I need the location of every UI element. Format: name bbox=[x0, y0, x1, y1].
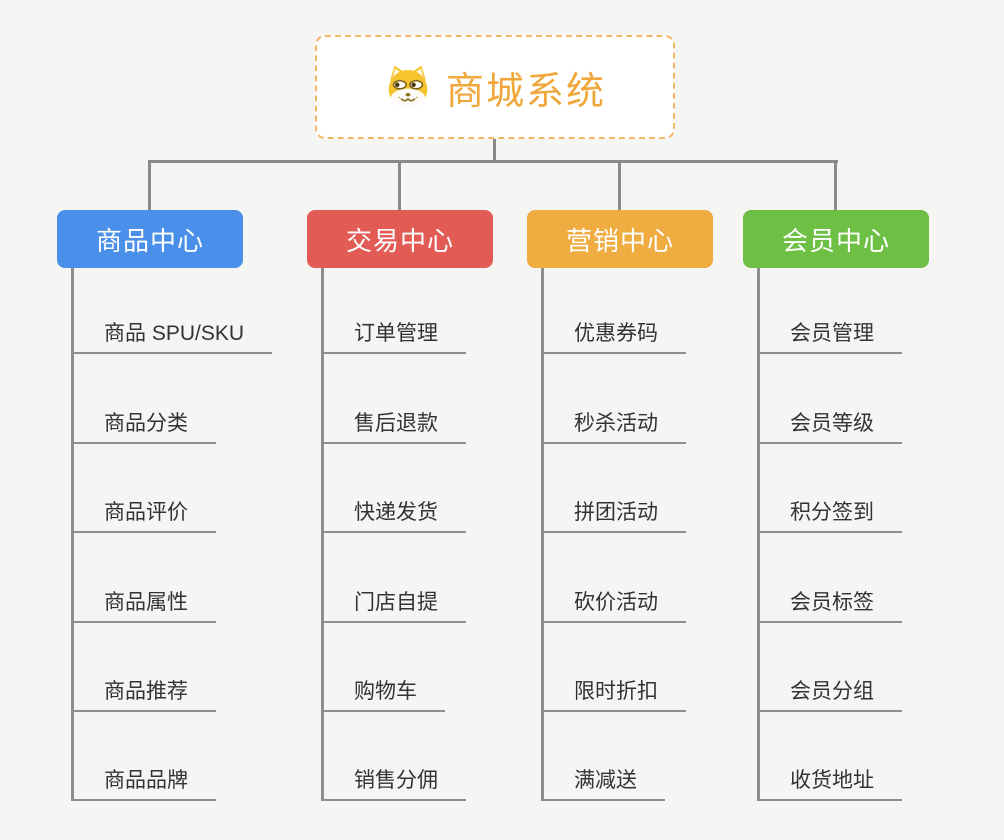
branch-node-member-center[interactable]: 会员中心 bbox=[743, 210, 929, 268]
subtopic-item[interactable]: 购物车 bbox=[321, 672, 445, 712]
subtopic-item[interactable]: 商品推荐 bbox=[71, 672, 216, 712]
subtopic-item[interactable]: 会员分组 bbox=[757, 672, 902, 712]
branch-drop-line bbox=[398, 160, 401, 212]
subtopic-item[interactable]: 砍价活动 bbox=[541, 583, 686, 623]
branch-title: 商品中心 bbox=[95, 225, 204, 256]
branch-node-marketing-center[interactable]: 营销中心 bbox=[527, 210, 713, 268]
subtopic-item[interactable]: 秒杀活动 bbox=[541, 404, 686, 444]
subtopic-item[interactable]: 售后退款 bbox=[321, 404, 466, 444]
subtopic-item[interactable]: 会员标签 bbox=[757, 583, 902, 623]
branch-title: 交易中心 bbox=[345, 225, 454, 256]
branch-bus-line bbox=[148, 160, 838, 163]
root-topic-node[interactable]: 商城系统 bbox=[315, 35, 675, 139]
subtopic-item[interactable]: 商品属性 bbox=[71, 583, 216, 623]
dog-face-icon bbox=[388, 65, 428, 110]
branch-drop-line bbox=[148, 160, 151, 212]
branch-drop-line bbox=[618, 160, 621, 212]
subtopic-item[interactable]: 拼团活动 bbox=[541, 493, 686, 533]
root-topic-title: 商城系统 bbox=[445, 70, 606, 113]
subtopic-spine-line bbox=[757, 268, 760, 801]
branch-node-product-center[interactable]: 商品中心 bbox=[57, 210, 243, 268]
subtopic-item[interactable]: 优惠券码 bbox=[541, 314, 686, 354]
branch-title: 会员中心 bbox=[781, 225, 890, 256]
subtopic-item[interactable]: 商品分类 bbox=[71, 404, 216, 444]
subtopic-item[interactable]: 积分签到 bbox=[757, 493, 902, 533]
branch-title: 营销中心 bbox=[565, 225, 674, 256]
subtopic-spine-line bbox=[321, 268, 324, 801]
subtopic-item[interactable]: 销售分佣 bbox=[321, 761, 466, 801]
subtopic-item[interactable]: 门店自提 bbox=[321, 583, 466, 623]
subtopic-item[interactable]: 订单管理 bbox=[321, 314, 466, 354]
subtopic-item[interactable]: 会员等级 bbox=[757, 404, 902, 444]
subtopic-item[interactable]: 快递发货 bbox=[321, 493, 466, 533]
subtopic-item[interactable]: 会员管理 bbox=[757, 314, 902, 354]
root-connector-line bbox=[493, 138, 496, 163]
subtopic-item[interactable]: 商品品牌 bbox=[71, 761, 216, 801]
branch-node-trade-center[interactable]: 交易中心 bbox=[307, 210, 493, 268]
subtopic-item[interactable]: 满减送 bbox=[541, 761, 665, 801]
branch-drop-line bbox=[834, 160, 837, 212]
subtopic-item[interactable]: 限时折扣 bbox=[541, 672, 686, 712]
subtopic-item[interactable]: 商品评价 bbox=[71, 493, 216, 533]
subtopic-item[interactable]: 收货地址 bbox=[757, 761, 902, 801]
subtopic-spine-line bbox=[71, 268, 74, 801]
subtopic-item[interactable]: 商品 SPU/SKU bbox=[71, 314, 273, 354]
subtopic-spine-line bbox=[541, 268, 544, 801]
